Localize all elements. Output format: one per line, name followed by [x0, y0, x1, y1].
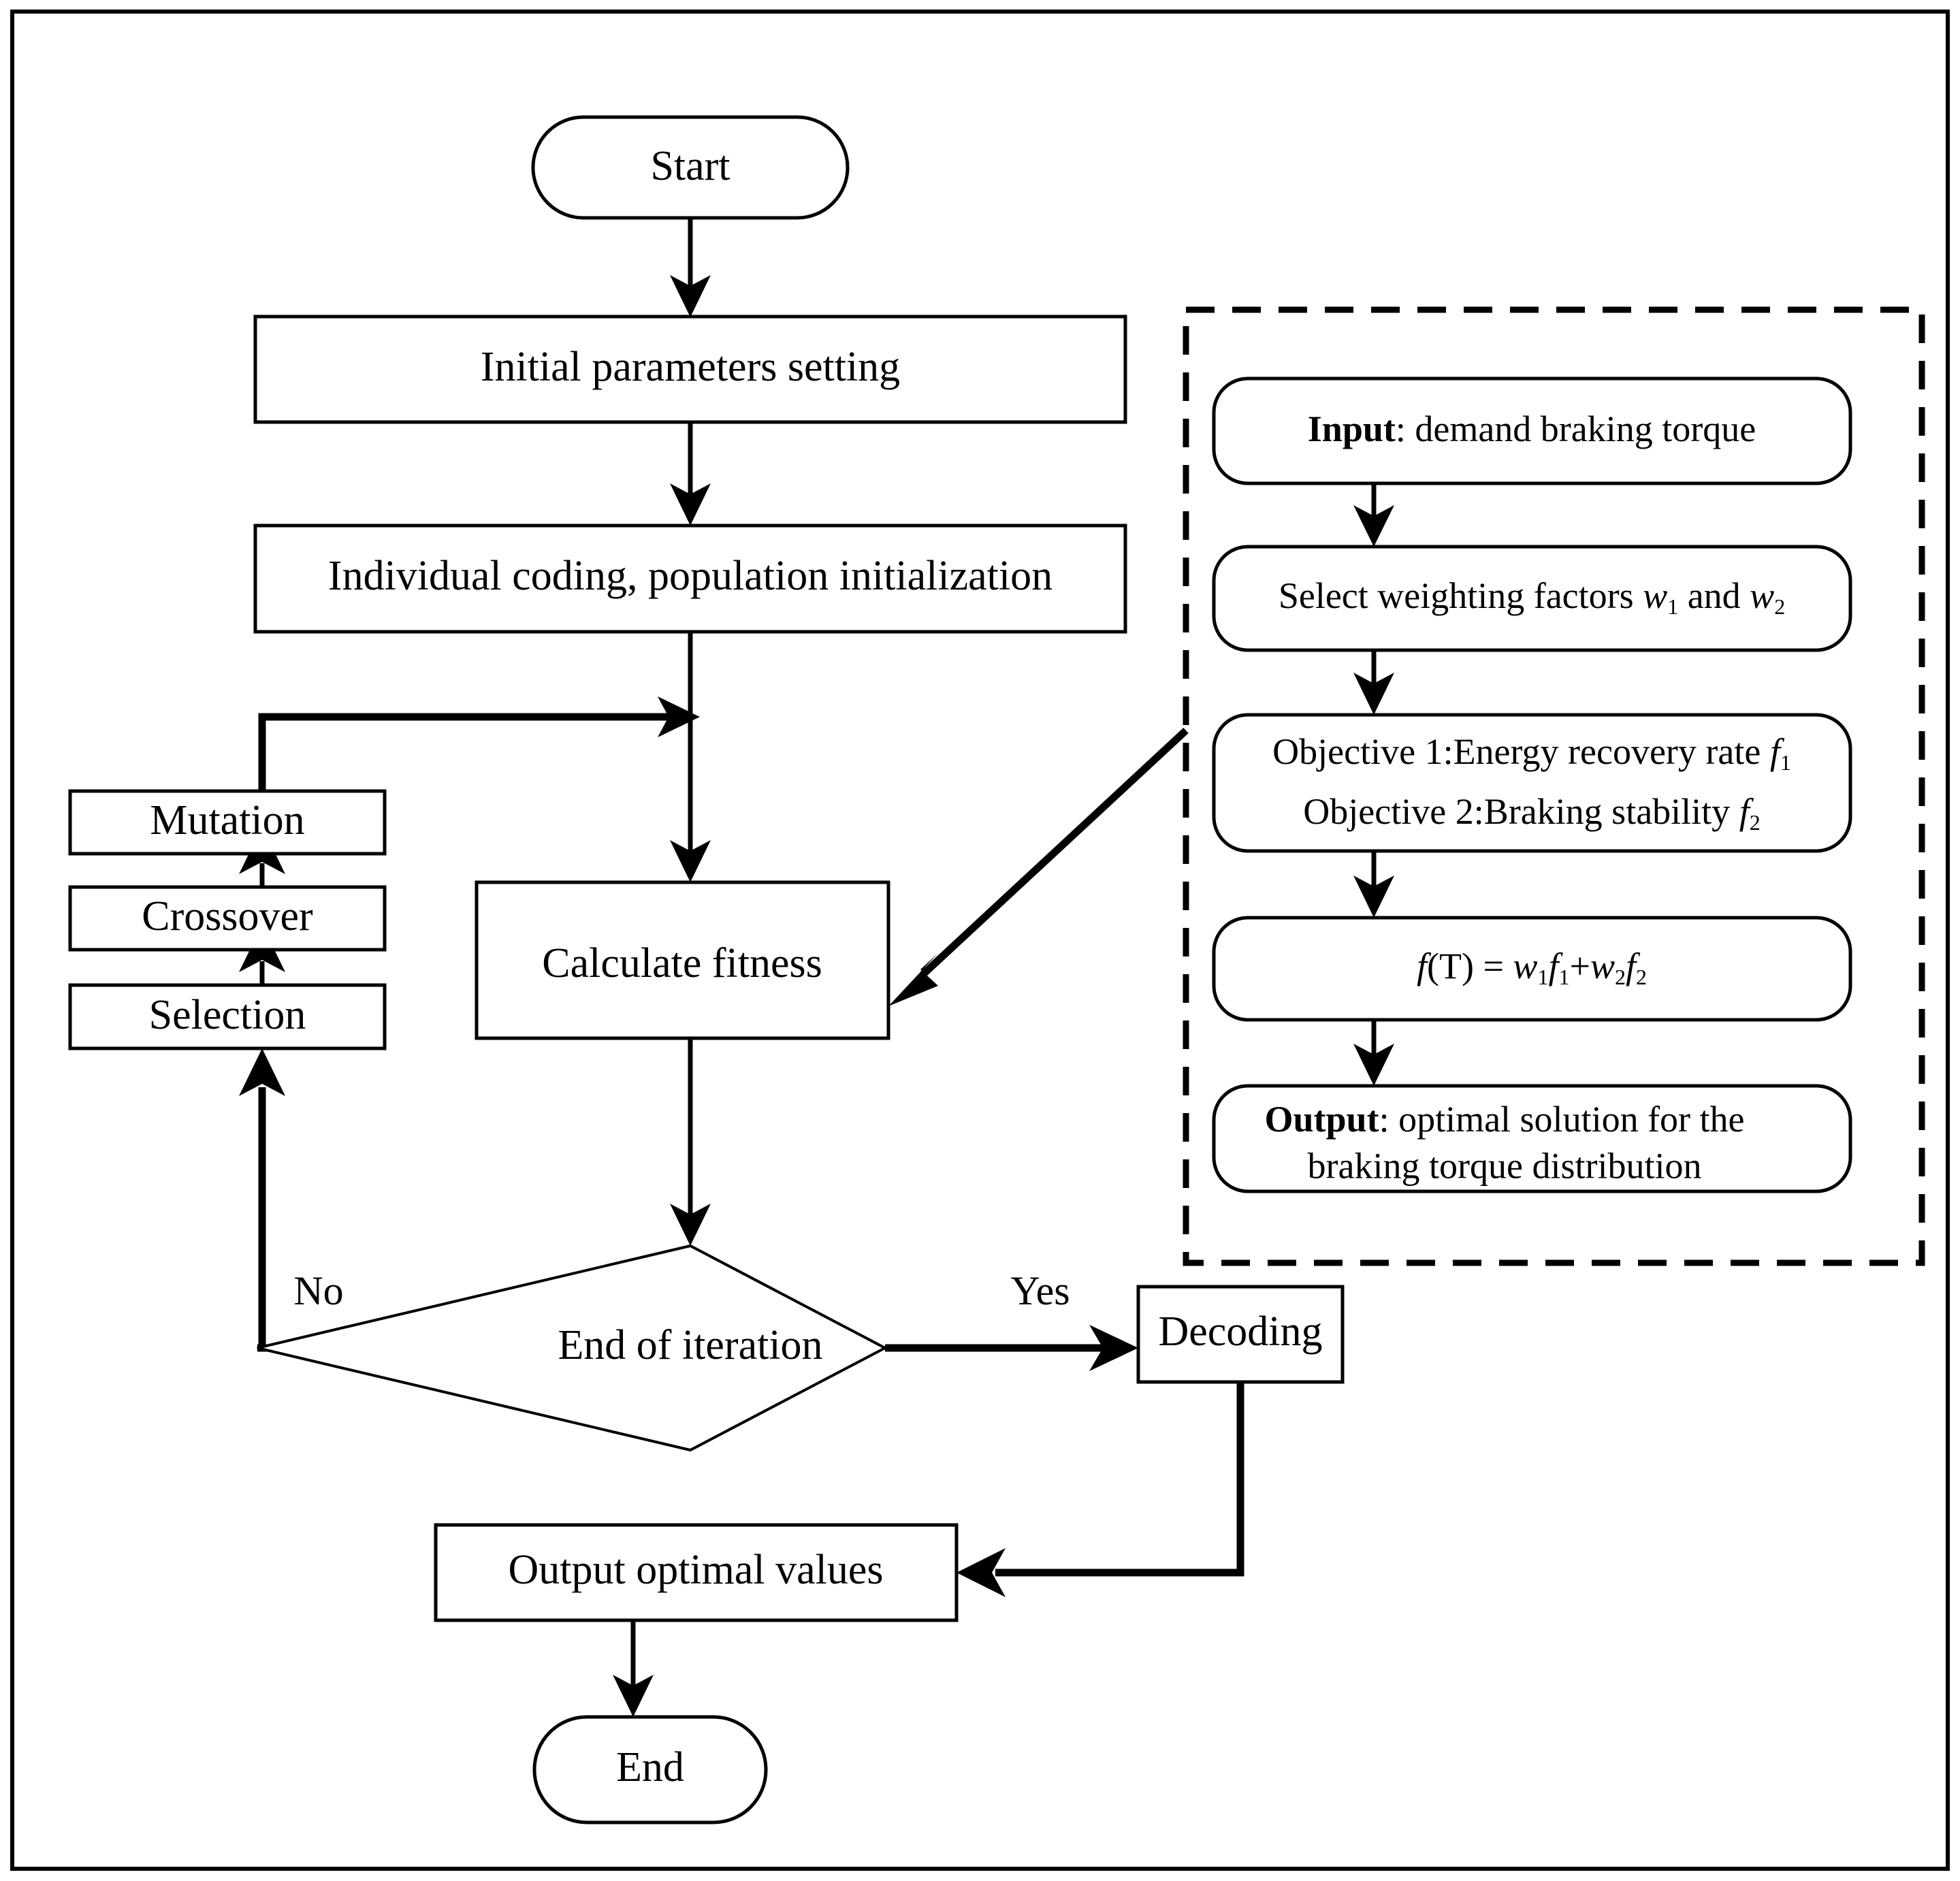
objective2-subscript: 2: [1750, 810, 1761, 835]
node-panel-objectives[interactable]: Objective 1:Energy recovery rate f1 Obje…: [1212, 713, 1852, 853]
node-decision-label: End of iteration: [558, 1322, 822, 1368]
node-mutation[interactable]: Mutation: [68, 789, 387, 856]
node-decoding[interactable]: Decoding: [1136, 1285, 1345, 1384]
input-bold-word: Input: [1308, 408, 1396, 449]
node-initial-parameters[interactable]: Initial parameters setting: [253, 315, 1127, 424]
node-end-label: End: [616, 1744, 684, 1790]
node-crossover[interactable]: Crossover: [68, 885, 387, 952]
node-start[interactable]: Start: [531, 115, 850, 220]
node-output-optimal-values-label: Output optimal values: [508, 1547, 883, 1593]
connector-mutation-feedback-loop: [258, 696, 700, 791]
node-panel-objective2-label: Objective 2:Braking stability f2: [1303, 791, 1760, 835]
node-crossover-label: Crossover: [142, 893, 313, 939]
node-individual-coding[interactable]: Individual coding, population initializa…: [253, 524, 1127, 634]
formula-f2-subscript: 2: [1636, 965, 1647, 989]
node-decision-end-of-iteration[interactable]: End of iteration: [257, 1244, 888, 1452]
connector-output-to-end: [613, 1620, 654, 1717]
formula-arg-text: (T) =: [1427, 946, 1513, 986]
formula-f1-subscript: 1: [1558, 965, 1569, 989]
connector-weighting-to-objectives: [1353, 650, 1394, 715]
node-selection[interactable]: Selection: [68, 983, 387, 1050]
node-decoding-label: Decoding: [1158, 1308, 1322, 1355]
formula-plus-symbol: +: [1569, 946, 1590, 986]
node-panel-output[interactable]: Output: optimal solution for the braking…: [1212, 1084, 1852, 1193]
node-panel-input[interactable]: Input: demand braking torque: [1212, 376, 1852, 485]
weighting-w2-symbol: w: [1750, 575, 1774, 616]
connector-input-to-weighting: [1353, 483, 1394, 547]
node-initial-parameters-label: Initial parameters setting: [481, 344, 900, 390]
figure-border: [10, 10, 1950, 1871]
connector-start-to-initial: [670, 218, 711, 317]
connector-decoding-to-output: [957, 1382, 1244, 1597]
fitness-evaluation-panel: [1183, 306, 1925, 1266]
objective1-prefix-text: Objective 1:Energy recovery rate: [1272, 731, 1770, 772]
connector-no-branch: [239, 1048, 477, 1352]
weighting-w1-symbol: w: [1643, 575, 1667, 616]
node-output-optimal-values[interactable]: Output optimal values: [434, 1523, 959, 1622]
objective1-subscript: 1: [1780, 750, 1791, 775]
weighting-mid-text: and: [1678, 575, 1750, 616]
node-panel-output-label-line2: braking torque distribution: [1308, 1145, 1702, 1186]
input-rest-text: : demand braking torque: [1396, 408, 1756, 449]
node-calculate-fitness-label: Calculate fitness: [542, 940, 822, 986]
node-panel-output-label-line1: Output: optimal solution for the: [1264, 1099, 1744, 1140]
output-rest-text: : optimal solution for the: [1379, 1099, 1745, 1140]
output-bold-word: Output: [1264, 1099, 1379, 1140]
connector-objectives-to-formula: [1353, 851, 1394, 918]
connector-initial-to-coding: [670, 422, 711, 526]
node-panel-weighting-factors[interactable]: Select weighting factors w1 and w2: [1212, 545, 1852, 652]
node-individual-coding-label: Individual coding, population initializa…: [328, 553, 1053, 599]
connector-yes-branch: [885, 1325, 1138, 1371]
weighting-prefix-text: Select weighting factors: [1279, 575, 1643, 616]
node-calculate-fitness[interactable]: Calculate fitness: [475, 880, 890, 1040]
node-start-label: Start: [650, 143, 730, 189]
node-end[interactable]: End: [532, 1715, 768, 1824]
node-panel-weighting-label: Select weighting factors w1 and w2: [1279, 575, 1785, 619]
connector-coding-to-fitness: [670, 632, 711, 882]
branch-label-yes: Yes: [1010, 1268, 1070, 1313]
connector-panel-to-fitness: [888, 727, 1189, 1006]
weighting-w2-subscript: 2: [1774, 594, 1785, 619]
formula-w2-subscript: 2: [1615, 965, 1626, 989]
formula-w1-symbol: w: [1513, 946, 1537, 986]
weighting-w1-subscript: 1: [1667, 594, 1678, 619]
node-panel-input-label: Input: demand braking torque: [1308, 408, 1756, 449]
branch-label-no: No: [293, 1268, 343, 1313]
node-mutation-label: Mutation: [150, 797, 304, 843]
node-panel-objective1-label: Objective 1:Energy recovery rate f1: [1272, 731, 1791, 775]
connector-fitness-to-decision: [670, 1038, 711, 1246]
connector-formula-to-output: [1353, 1020, 1394, 1086]
node-panel-formula[interactable]: f(T) = w1f1+w2f2: [1212, 916, 1852, 1022]
node-selection-label: Selection: [149, 992, 306, 1038]
formula-w2-symbol: w: [1590, 946, 1615, 986]
objective2-prefix-text: Objective 2:Braking stability: [1303, 791, 1739, 832]
node-panel-formula-label: f(T) = w1f1+w2f2: [1417, 946, 1647, 989]
formula-w1-subscript: 1: [1537, 965, 1548, 989]
